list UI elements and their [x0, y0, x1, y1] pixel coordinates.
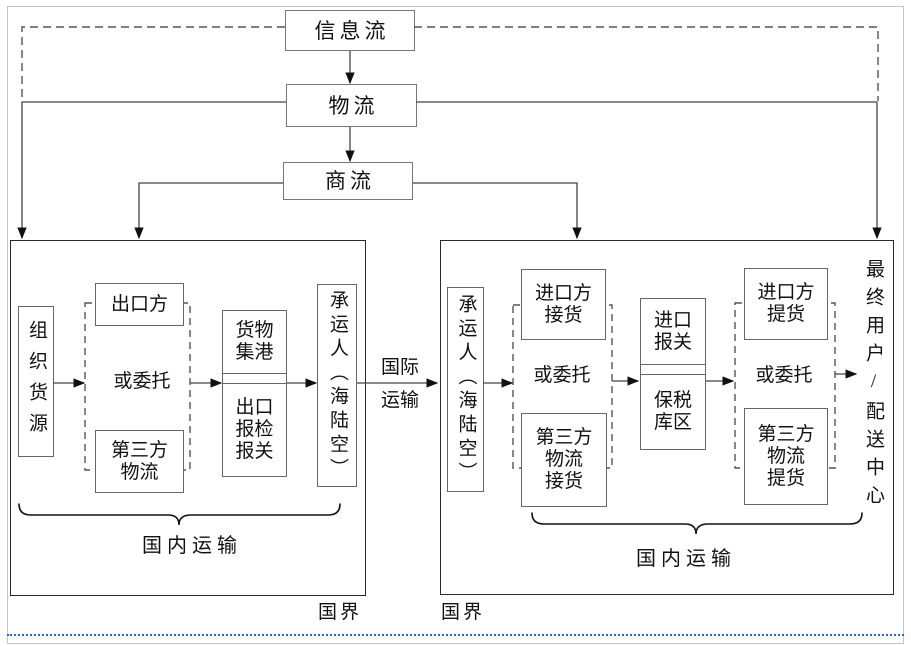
- international-transport-label: 国际 运输: [380, 357, 419, 411]
- national-border-label-left: 国界: [317, 602, 362, 623]
- domestic-transport-label-right: 国内运输: [636, 548, 736, 570]
- material-flow-label: 物流: [328, 93, 379, 118]
- page-frame: [7, 6, 904, 644]
- material-flow-box: 物流: [286, 84, 417, 127]
- bonded-zone-cell: 保税 库区: [641, 374, 705, 449]
- importer-receive-box: 进口方 接货: [521, 269, 606, 340]
- exporter-box: 出口方: [95, 283, 184, 326]
- left-domestic-region: [10, 240, 366, 596]
- combined-box-divider-gap: [223, 374, 286, 383]
- domestic-transport-label-left: 国内运输: [142, 535, 242, 557]
- bottom-dotted-rule: [7, 634, 904, 636]
- commerce-flow-label: 商流: [325, 169, 375, 193]
- organize-source-box: 组织货源: [18, 306, 54, 457]
- combined-box-divider-gap-2: [641, 365, 705, 374]
- national-border-label-right: 国界: [440, 602, 485, 623]
- cargo-to-port-cell: 货物 集港: [223, 311, 286, 374]
- or-entrust-label-left: 或委托: [113, 371, 171, 392]
- customs-bonded-combined-box: 进口 报关 保税 库区: [640, 298, 706, 450]
- third-party-receive-box: 第三方 物流 接货: [521, 413, 607, 507]
- info-flow-box: 信息流: [285, 10, 415, 51]
- port-customs-combined-box: 货物 集港 出口 报检 报关: [222, 310, 287, 477]
- export-inspection-customs-cell: 出口 报检 报关: [223, 383, 286, 476]
- or-entrust-label-right: 或委托: [755, 365, 813, 386]
- commerce-flow-box: 商流: [283, 162, 413, 200]
- info-flow-label: 信息流: [314, 18, 390, 43]
- right-domestic-region: [440, 240, 894, 595]
- end-user-distribution-label: 最终用户/配送中心: [863, 259, 884, 513]
- third-party-pickup-box: 第三方 物流 提货: [744, 408, 828, 505]
- importer-pickup-box: 进口方 提货: [744, 268, 828, 340]
- or-entrust-label-middle: 或委托: [533, 365, 591, 386]
- carrier-box-left: 承运人（海陆空）: [317, 284, 357, 487]
- third-party-logistics-box: 第三方 物流: [95, 430, 184, 493]
- carrier-box-right: 承运人（海陆空）: [447, 287, 484, 492]
- import-customs-cell: 进口 报关: [641, 299, 705, 365]
